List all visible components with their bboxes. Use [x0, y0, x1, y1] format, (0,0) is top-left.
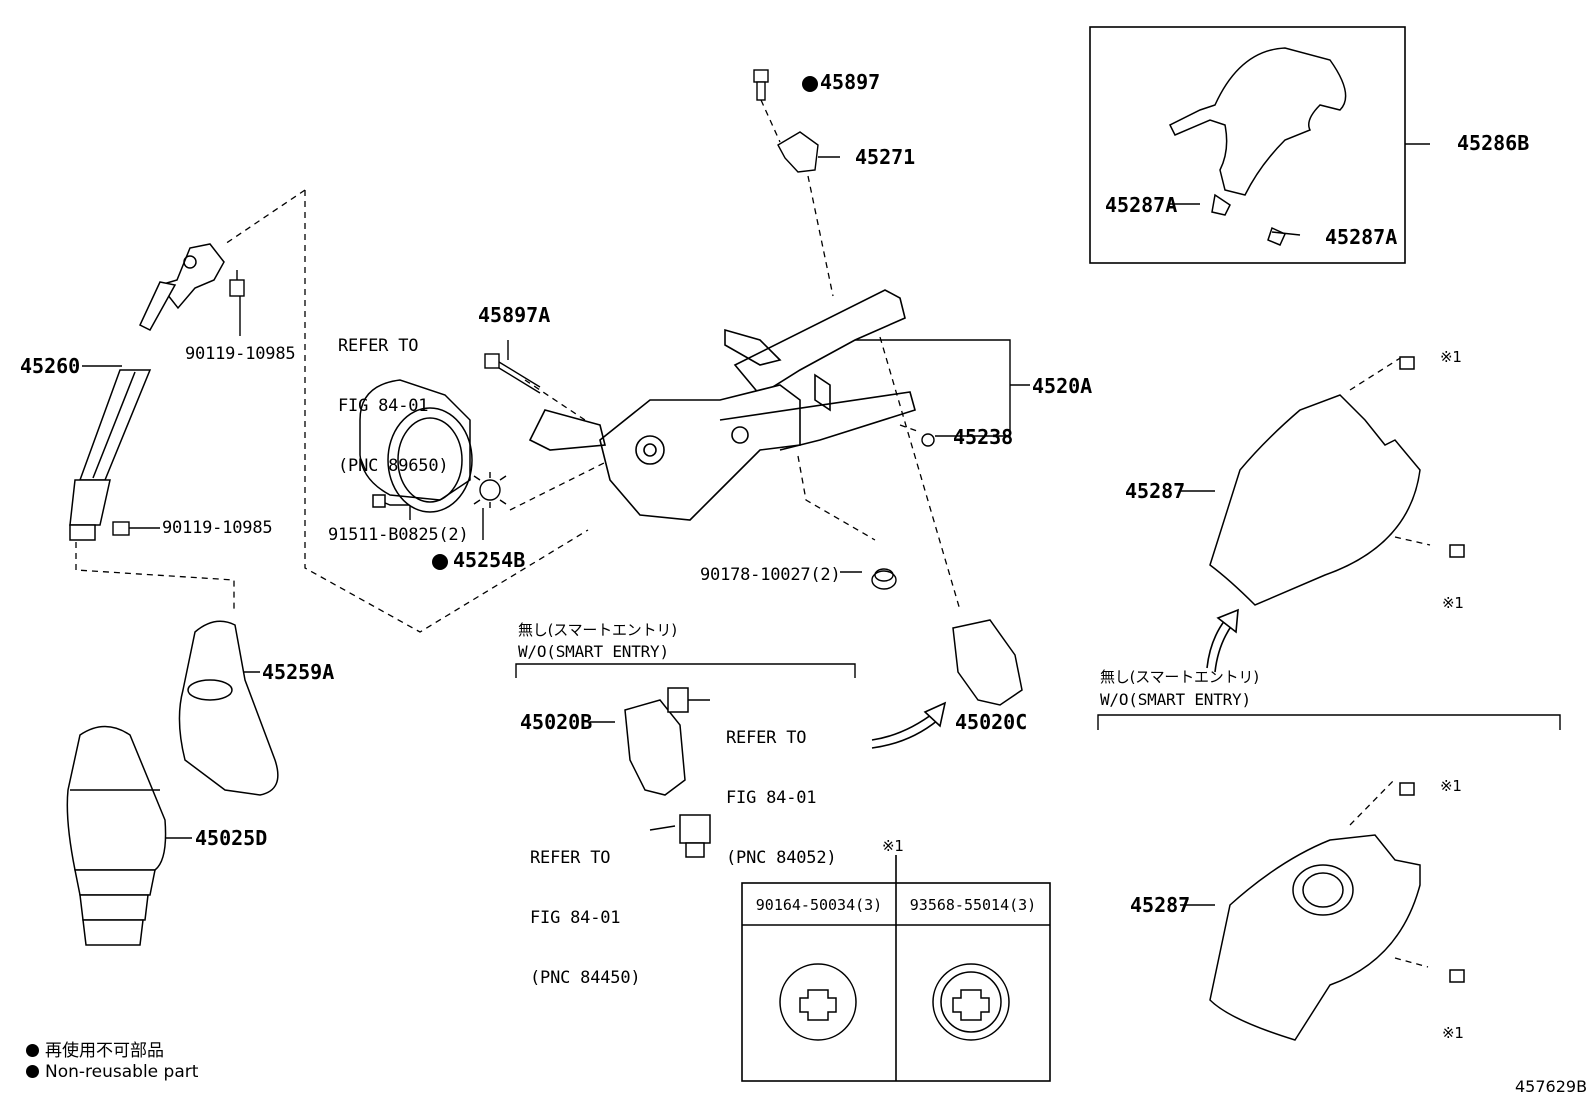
note-kome1-b: ※1: [1442, 594, 1464, 612]
intermediate-shaft-45260: [69, 243, 225, 541]
label-45271[interactable]: 45271: [855, 145, 916, 169]
note-kome1-table: ※1: [882, 837, 904, 855]
dashed-guide-lines: [75, 99, 1431, 968]
boot-45259A: [178, 620, 279, 796]
note-wo-smart-entry-en-1: W/O(SMART ENTRY): [518, 642, 669, 661]
diagram-id: 457629B: [1515, 1077, 1588, 1096]
note-wo-smart-entry-jp-2: 無し(スマートエントリ): [1100, 668, 1259, 686]
label-45259A[interactable]: 45259A: [262, 660, 335, 684]
cap-45271: [777, 131, 819, 173]
label-4520A[interactable]: 4520A: [1032, 374, 1093, 398]
legend-jp: 再使用不可部品: [26, 1036, 164, 1061]
refer-84052-line2: FIG 84-01: [726, 788, 817, 808]
column-cover-45287-lower: [1209, 782, 1465, 1041]
refer-84450[interactable]: REFER TO FIG 84-01 (PNC 84450): [530, 808, 641, 1008]
refer-84450-line3: (PNC 84450): [530, 968, 641, 988]
label-91511[interactable]: 91511-B0825(2): [328, 525, 469, 545]
refer-89650-line3: (PNC 89650): [338, 456, 449, 476]
label-45025D[interactable]: 45025D: [195, 826, 268, 850]
table-col-90164[interactable]: 90164-50034(3): [755, 896, 883, 914]
arrow-to-45020C: [871, 701, 947, 749]
bracket-wo-smart-entry-left: [515, 663, 856, 678]
screw-head-93568: [932, 963, 1010, 1041]
bolt-45897A: [484, 353, 541, 394]
note-kome1-c: ※1: [1440, 777, 1462, 795]
switch-45020B: [624, 687, 689, 796]
legend-en-text: Non-reusable part: [45, 1062, 199, 1082]
refer-84450-line1: REFER TO: [530, 848, 611, 868]
label-90119-top[interactable]: 90119-10985: [185, 344, 296, 364]
cover-set-box: [1089, 26, 1406, 264]
label-45286B[interactable]: 45286B: [1457, 131, 1530, 155]
legend-dot-en: [26, 1065, 39, 1078]
refer-84052[interactable]: REFER TO FIG 84-01 (PNC 84052): [726, 688, 837, 888]
screw-table: [741, 855, 1051, 1082]
legend-jp-text: 再使用不可部品: [45, 1041, 164, 1061]
motor-assembly: [359, 379, 473, 513]
screw-head-90164: [779, 963, 857, 1041]
switch-45020C: [952, 619, 1023, 706]
label-45020C[interactable]: 45020C: [955, 710, 1028, 734]
label-45287-upper[interactable]: 45287: [1125, 479, 1186, 503]
note-kome1-a: ※1: [1440, 348, 1462, 366]
bracket-wo-smart-entry-right: [1097, 714, 1561, 730]
label-45897[interactable]: 45897: [820, 70, 881, 94]
label-45287-lower[interactable]: 45287: [1130, 893, 1191, 917]
table-col-93568[interactable]: 93568-55014(3): [909, 896, 1037, 914]
boot-45025D: [66, 725, 167, 946]
label-90119-bottom[interactable]: 90119-10985: [162, 518, 273, 538]
column-cover-45287-upper: [1209, 356, 1465, 606]
label-45287A-right[interactable]: 45287A: [1325, 225, 1398, 249]
bolt-45897: [753, 69, 769, 101]
legend-dot-jp: [26, 1044, 39, 1057]
refer-89650-line2: FIG 84-01: [338, 396, 429, 416]
label-45020B[interactable]: 45020B: [520, 710, 593, 734]
label-45287A-left[interactable]: 45287A: [1105, 193, 1178, 217]
note-wo-smart-entry-jp-1: 無し(スマートエントリ): [518, 621, 677, 639]
label-90178[interactable]: 90178-10027(2): [700, 565, 841, 585]
label-45260[interactable]: 45260: [20, 354, 81, 378]
refer-89650[interactable]: REFER TO FIG 84-01 (PNC 89650): [338, 296, 449, 496]
part-84450: [679, 814, 711, 858]
nut-90178: [871, 568, 897, 590]
refer-89650-line1: REFER TO: [338, 336, 419, 356]
non-reusable-markers: [432, 76, 818, 570]
note-kome1-d: ※1: [1442, 1024, 1464, 1042]
coupler-45254B: [473, 472, 507, 508]
clip-45238: [921, 433, 935, 447]
refer-84450-line2: FIG 84-01: [530, 908, 621, 928]
refer-84052-line1: REFER TO: [726, 728, 807, 748]
refer-84052-line3: (PNC 84052): [726, 848, 837, 868]
bolt-90119-top: [229, 270, 245, 297]
arrow-up-to-45287: [1206, 608, 1239, 673]
cover-45286B: [1168, 47, 1347, 246]
label-45238[interactable]: 45238: [953, 425, 1014, 449]
note-wo-smart-entry-en-2: W/O(SMART ENTRY): [1100, 690, 1251, 709]
steering-column-4520A: [528, 289, 916, 521]
label-45254B[interactable]: 45254B: [453, 548, 526, 572]
label-45897A[interactable]: 45897A: [478, 303, 551, 327]
bolt-90119-bottom: [112, 521, 130, 536]
legend-en: Non-reusable part: [26, 1062, 198, 1082]
